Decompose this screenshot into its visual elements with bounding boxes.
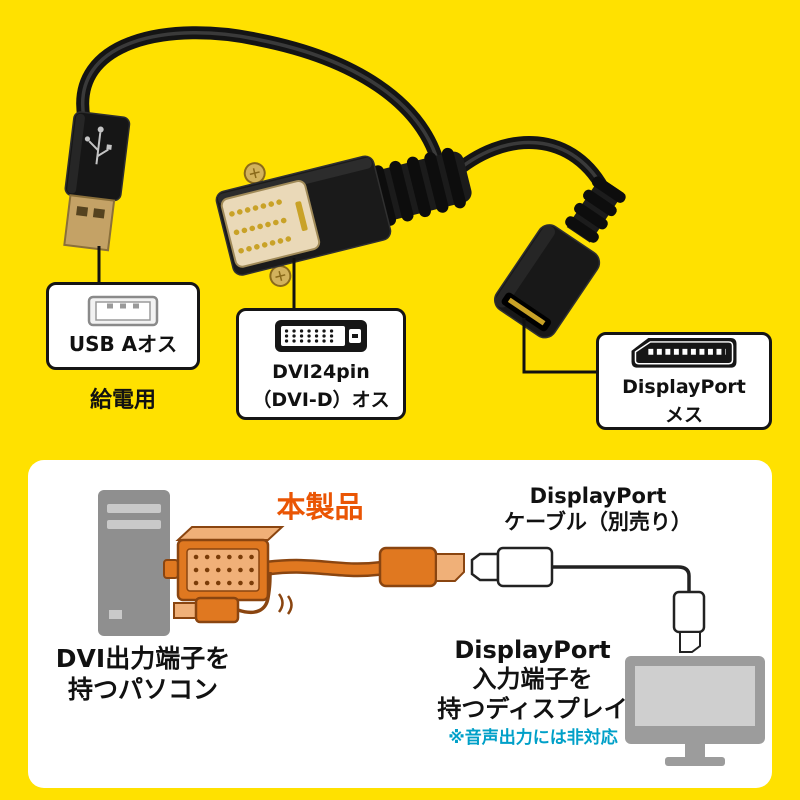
adapter-cable xyxy=(445,136,613,201)
dvi-callout-label-line2: （DVI-D）オス xyxy=(252,389,390,411)
callout-displayport: DisplayPort メス xyxy=(596,332,772,430)
product-dvi-pins xyxy=(193,554,255,586)
pc-label: DVI出力端子を 持つパソコン xyxy=(33,644,253,705)
callout-usb: USB Aオス xyxy=(46,282,200,370)
usb-cable xyxy=(76,26,447,177)
displayport-female-connector xyxy=(493,176,626,339)
product-label: 本製品 xyxy=(276,490,364,524)
connection-diagram-panel: 本製品 DisplayPort ケーブル（別売り） DVI出力端子を 持つパソコ… xyxy=(28,460,772,788)
usb-port-icon xyxy=(87,296,159,327)
dp-cable-label-line1: DisplayPort xyxy=(529,484,667,508)
dvi-pins xyxy=(229,197,299,254)
dvi-connector xyxy=(215,147,472,288)
dvi-callout-label-line1: DVI24pin xyxy=(272,360,370,383)
usb-trident-icon xyxy=(84,126,112,165)
displayport-icon xyxy=(631,337,737,368)
pc-tower-illustration xyxy=(98,490,170,636)
dp-callout-label-line1: DisplayPort xyxy=(622,375,746,398)
callout-leader-lines xyxy=(97,246,596,374)
product-photo xyxy=(63,26,626,374)
audio-note: ※音声出力には非対応 xyxy=(448,728,618,748)
pc-label-line1: DVI出力端子を xyxy=(55,644,231,673)
dp-cable-label-line2: ケーブル（別売り） xyxy=(504,509,692,534)
display-label: DisplayPort 入力端子を 持つディスプレイ xyxy=(420,636,645,724)
monitor-illustration xyxy=(625,656,765,766)
dp-cable-illustration xyxy=(470,546,706,653)
dvi-connector-icon xyxy=(275,319,367,352)
display-label-line3: 持つディスプレイ xyxy=(437,694,628,723)
product-illustration xyxy=(163,526,465,624)
usb-connector xyxy=(63,111,131,252)
usb-power-caption: 給電用 xyxy=(89,388,156,413)
dp-cable-label: DisplayPort ケーブル（別売り） xyxy=(483,484,713,535)
display-label-line2: 入力端子を xyxy=(472,665,593,694)
connection-diagram-art xyxy=(98,490,765,766)
display-label-line1: DisplayPort xyxy=(454,636,611,664)
usb-callout-label: USB Aオス xyxy=(68,332,178,357)
callout-dvi: DVI24pin （DVI-D）オス xyxy=(236,308,406,420)
pc-label-line2: 持つパソコン xyxy=(67,674,218,704)
dp-callout-label-line2: メス xyxy=(664,403,703,426)
